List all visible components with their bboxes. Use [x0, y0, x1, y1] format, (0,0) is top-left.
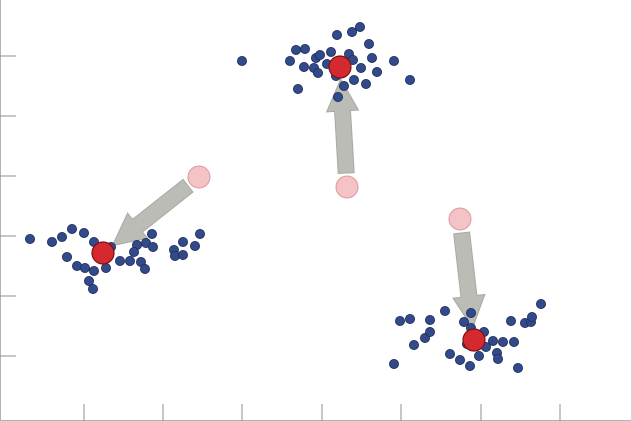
data-point-cluster-1	[62, 251, 73, 262]
centroid-2	[328, 55, 352, 79]
data-point-cluster-2	[331, 29, 342, 40]
data-point-cluster-2	[338, 81, 349, 92]
previous-centroid-3	[448, 207, 472, 231]
data-point-cluster-2	[360, 79, 371, 90]
data-point-cluster-1	[89, 265, 100, 276]
data-point-cluster-2	[363, 39, 374, 50]
centroid-move-arrow-2	[325, 77, 360, 175]
data-point-cluster-2	[355, 63, 366, 74]
centroids	[91, 55, 486, 352]
data-point-cluster-3	[394, 315, 405, 326]
data-point-cluster-1	[177, 249, 188, 260]
data-point-cluster-1	[125, 255, 136, 266]
data-point-cluster-2	[312, 68, 323, 79]
data-point-cluster-1	[177, 236, 188, 247]
data-points	[24, 21, 547, 373]
data-point-cluster-3	[505, 315, 516, 326]
data-point-cluster-1	[147, 241, 158, 252]
data-point-cluster-3	[439, 305, 450, 316]
data-point-cluster-1	[139, 263, 150, 274]
data-point-cluster-1	[189, 240, 200, 251]
data-point-cluster-1	[128, 246, 139, 257]
data-point-cluster-3	[408, 339, 419, 350]
data-point-cluster-3	[487, 335, 498, 346]
data-point-cluster-1	[115, 255, 126, 266]
data-point-cluster-3	[424, 314, 435, 325]
data-point-cluster-3	[444, 348, 455, 359]
data-point-cluster-2	[299, 44, 310, 55]
centroid-1	[91, 241, 115, 265]
data-point-cluster-1	[88, 283, 99, 294]
data-point-cluster-1	[194, 228, 205, 239]
data-point-cluster-3	[513, 362, 524, 373]
data-point-cluster-1	[57, 231, 68, 242]
data-point-cluster-3	[458, 316, 469, 327]
data-point-cluster-2	[346, 26, 357, 37]
data-point-cluster-3	[473, 350, 484, 361]
centroid-move-arrow-3	[452, 231, 486, 330]
data-point-cluster-1	[24, 233, 35, 244]
data-point-cluster-1	[67, 223, 78, 234]
data-point-cluster-2	[292, 84, 303, 95]
data-point-cluster-2	[348, 75, 359, 86]
data-point-cluster-3	[536, 298, 547, 309]
data-point-cluster-2	[332, 92, 343, 103]
data-point-cluster-1	[80, 262, 91, 273]
data-point-cluster-2	[314, 50, 325, 61]
data-point-cluster-3	[508, 336, 519, 347]
data-point-cluster-3	[424, 326, 435, 337]
previous-centroid-1	[187, 165, 211, 189]
data-point-cluster-2	[354, 21, 365, 32]
data-point-cluster-3	[497, 336, 508, 347]
data-point-cluster-2	[388, 56, 399, 67]
data-point-cluster-2	[298, 62, 309, 73]
data-point-cluster-3	[527, 311, 538, 322]
data-point-cluster-1	[84, 275, 95, 286]
data-point-cluster-3	[404, 313, 415, 324]
data-point-cluster-1	[146, 228, 157, 239]
previous-centroid-2	[335, 175, 359, 199]
centroid-movement-arrows	[111, 77, 486, 330]
data-point-cluster-3	[454, 354, 465, 365]
data-point-cluster-2	[236, 56, 247, 67]
data-point-cluster-2	[404, 75, 415, 86]
centroid-3	[462, 328, 486, 352]
data-point-cluster-3	[388, 358, 399, 369]
data-point-cluster-2	[284, 56, 295, 67]
data-point-cluster-3	[464, 360, 475, 371]
centroid-move-arrow-1	[111, 178, 194, 247]
data-point-cluster-1	[101, 262, 112, 273]
data-point-cluster-1	[79, 227, 90, 238]
data-point-cluster-2	[366, 53, 377, 64]
data-point-cluster-3	[465, 307, 476, 318]
data-point-cluster-2	[325, 47, 336, 58]
data-point-cluster-2	[290, 45, 301, 56]
data-point-cluster-3	[492, 353, 503, 364]
data-point-cluster-1	[47, 236, 58, 247]
data-point-cluster-2	[371, 67, 382, 78]
